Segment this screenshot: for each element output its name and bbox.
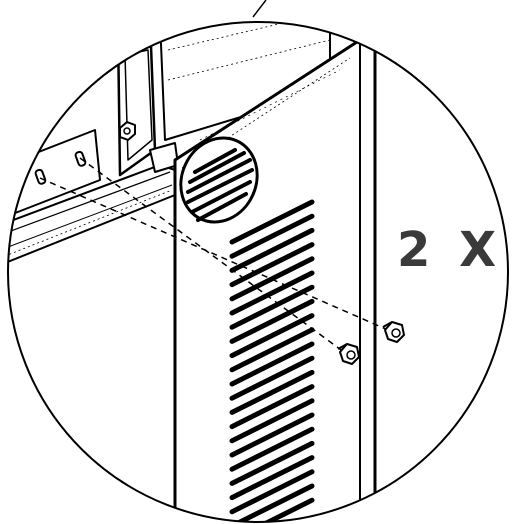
vent-slot: [229, 341, 315, 387]
vent-slot: [229, 213, 315, 259]
vent-slot: [229, 327, 315, 373]
vent-slot: [229, 369, 315, 415]
vent-slot: [229, 469, 315, 515]
hex-nut: [119, 121, 136, 141]
vent-slot: [229, 242, 315, 288]
vent-slot: [229, 313, 315, 359]
quantity-label: 2 X: [397, 222, 503, 278]
vent-slot: [229, 270, 315, 316]
vent-slot: [229, 384, 315, 430]
vent-slot: [229, 355, 315, 401]
screw-upper: [382, 321, 405, 343]
vent-slot: [229, 483, 315, 522]
vent-slots: [229, 199, 315, 522]
vent-slot: [229, 412, 315, 458]
vent-slot: [229, 199, 315, 245]
leader-line: [252, 0, 267, 18]
vent-slot: [229, 227, 315, 273]
vent-slot: [229, 426, 315, 472]
fan-grille: [179, 136, 259, 224]
fastener-axis-lines: [39, 157, 396, 356]
screw-lower: [337, 343, 360, 365]
vent-slot: [229, 398, 315, 444]
vent-slot: [229, 497, 315, 522]
clipped-scene: [8, 22, 405, 522]
vent-slot: [229, 256, 315, 302]
detail-circle: [7, 21, 509, 523]
vent-slot: [229, 440, 315, 486]
vent-slot: [229, 284, 315, 330]
vent-slot: [229, 298, 315, 344]
vent-slot: [229, 455, 315, 501]
